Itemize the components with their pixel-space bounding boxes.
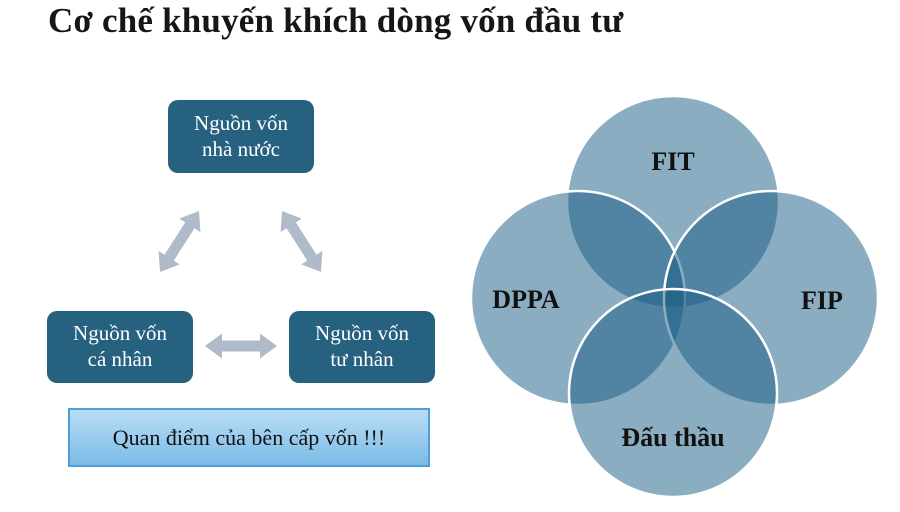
funder-note-text: Quan điểm của bên cấp vốn !!! [112, 424, 386, 450]
funder-note-box: Quan điểm của bên cấp vốn !!! [68, 408, 430, 467]
double-arrow-state-personal [158, 211, 201, 272]
venn-label-fit: FIT [651, 147, 694, 176]
box-state-capital: Nguồn vốn nhà nước [168, 100, 314, 173]
box-personal-capital-line2: cá nhân [87, 347, 153, 371]
venn-label-fip: FIP [801, 286, 843, 315]
box-private-capital-line1: Nguồn vốn [315, 321, 409, 346]
box-state-capital-line2: nhà nước [202, 136, 280, 161]
box-personal-capital-line1: Nguồn vốn [73, 321, 167, 346]
double-arrow-state-private [280, 211, 323, 272]
venn-label-dau-thau: Đấu thầu [621, 423, 724, 452]
box-private-capital-line2: tư nhân [330, 347, 394, 371]
box-personal-capital: Nguồn vốn cá nhân [47, 311, 193, 383]
double-arrow-personal-private [205, 333, 277, 359]
venn-diagram: FIT DPPA FIP Đấu thầu [469, 94, 880, 499]
venn-label-dppa: DPPA [492, 285, 560, 314]
page-title: Cơ chế khuyến khích dòng vốn đầu tư [48, 1, 624, 40]
venn-circle-dau-thau [567, 287, 779, 499]
box-private-capital: Nguồn vốn tư nhân [289, 311, 435, 383]
box-state-capital-line1: Nguồn vốn [194, 110, 288, 135]
